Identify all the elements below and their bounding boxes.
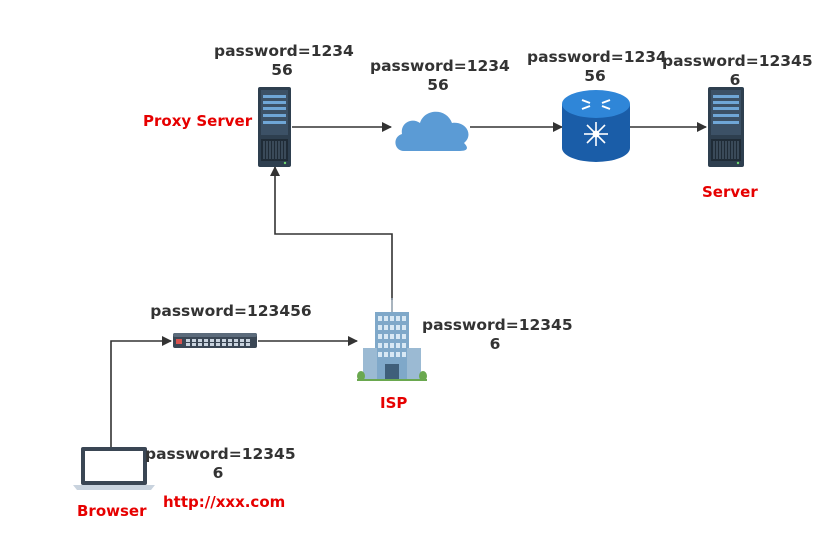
proxy-server-password-label: password=1234 56 xyxy=(214,42,354,80)
router-password-line1: password=1234 xyxy=(527,48,667,66)
edge-browser-switch xyxy=(110,336,172,447)
browser-name: Browser xyxy=(77,502,147,520)
server-password-line2: 6 xyxy=(729,71,741,89)
cloud-password-label: password=1234 56 xyxy=(370,57,510,95)
cloud-password-line1: password=1234 xyxy=(370,57,510,75)
cloud-password-line2: 56 xyxy=(427,76,449,94)
browser-password-line2: 6 xyxy=(212,464,224,482)
switch-icon[interactable] xyxy=(173,333,257,348)
proxy-server-password-line2: 56 xyxy=(271,61,293,79)
isp-building-icon[interactable] xyxy=(357,298,427,381)
laptop-icon[interactable] xyxy=(73,447,155,490)
proxy-server-password-line1: password=1234 xyxy=(214,42,354,60)
isp-password-line2: 6 xyxy=(489,335,501,353)
proxy-server-icon[interactable] xyxy=(258,87,291,167)
router-icon[interactable] xyxy=(562,90,630,162)
edges xyxy=(110,122,707,447)
switch-password-line1: password=123456 xyxy=(150,302,312,320)
browser-url: http://xxx.com xyxy=(163,493,286,511)
proxy-server-name: Proxy Server xyxy=(143,112,253,130)
edge-isp-proxy xyxy=(270,166,393,300)
server-password-label: password=12345 6 xyxy=(662,52,813,90)
isp-name: ISP xyxy=(380,394,408,412)
switch-password-label: password=123456 xyxy=(150,302,312,321)
cloud-icon[interactable] xyxy=(395,111,469,151)
router-password-label: password=1234 56 xyxy=(527,48,667,86)
browser-password-line1: password=12345 xyxy=(145,445,296,463)
server-password-line1: password=12345 xyxy=(662,52,813,70)
server-name: Server xyxy=(702,183,758,201)
router-password-line2: 56 xyxy=(584,67,606,85)
browser-password-label: password=12345 6 xyxy=(145,445,296,483)
server-icon[interactable] xyxy=(708,87,744,167)
isp-password-line1: password=12345 xyxy=(422,316,573,334)
isp-password-label: password=12345 6 xyxy=(422,316,573,354)
